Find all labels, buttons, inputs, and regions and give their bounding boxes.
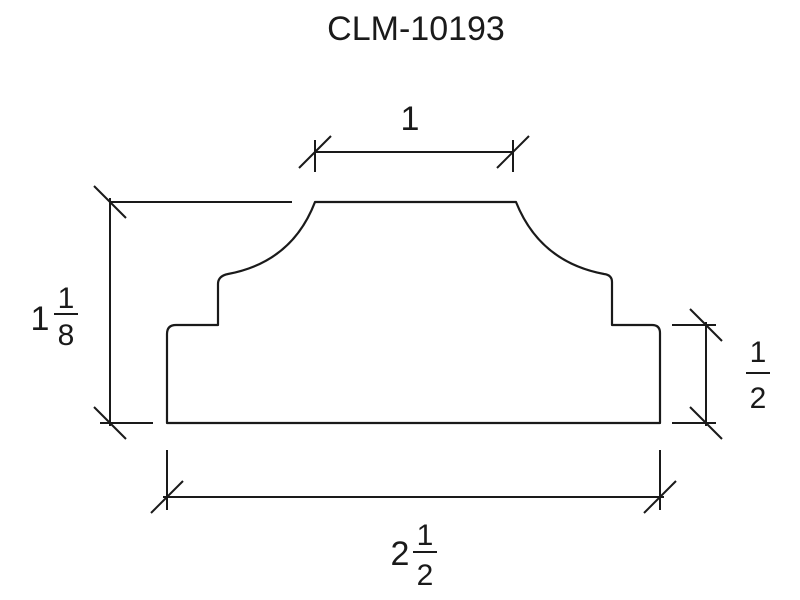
top-width-dimension: 1 bbox=[298, 100, 530, 172]
base-height-numerator: 1 bbox=[750, 336, 767, 369]
drawing-title: CLM-10193 bbox=[327, 10, 505, 48]
base-height-dimension: 1 2 bbox=[672, 308, 770, 440]
base-height-tick-top bbox=[689, 308, 723, 342]
total-width-label: 2 1 2 bbox=[391, 519, 437, 592]
total-width-dimension: 2 1 2 bbox=[150, 450, 677, 592]
total-height-label: 1 1 8 bbox=[31, 282, 78, 352]
total-height-tick-bottom bbox=[93, 406, 127, 440]
top-width-tick-right bbox=[496, 135, 530, 169]
base-height-denominator: 2 bbox=[750, 382, 767, 415]
total-width-denominator: 2 bbox=[417, 559, 434, 592]
base-height-tick-bottom bbox=[689, 406, 723, 440]
total-height-tick-top bbox=[93, 185, 127, 219]
total-height-denominator: 8 bbox=[58, 319, 75, 352]
total-height-dimension: 1 1 8 bbox=[31, 185, 292, 440]
total-height-numerator: 1 bbox=[58, 282, 75, 315]
total-width-whole: 2 bbox=[391, 535, 410, 573]
total-height-whole: 1 bbox=[31, 300, 50, 338]
top-width-tick-left bbox=[298, 135, 332, 169]
top-width-label: 1 bbox=[401, 100, 420, 138]
total-width-numerator: 1 bbox=[417, 519, 434, 552]
total-width-tick-left bbox=[150, 480, 184, 514]
molding-profile-outline bbox=[165, 200, 662, 425]
total-width-tick-right bbox=[643, 480, 677, 514]
base-height-label: 1 2 bbox=[746, 336, 770, 415]
